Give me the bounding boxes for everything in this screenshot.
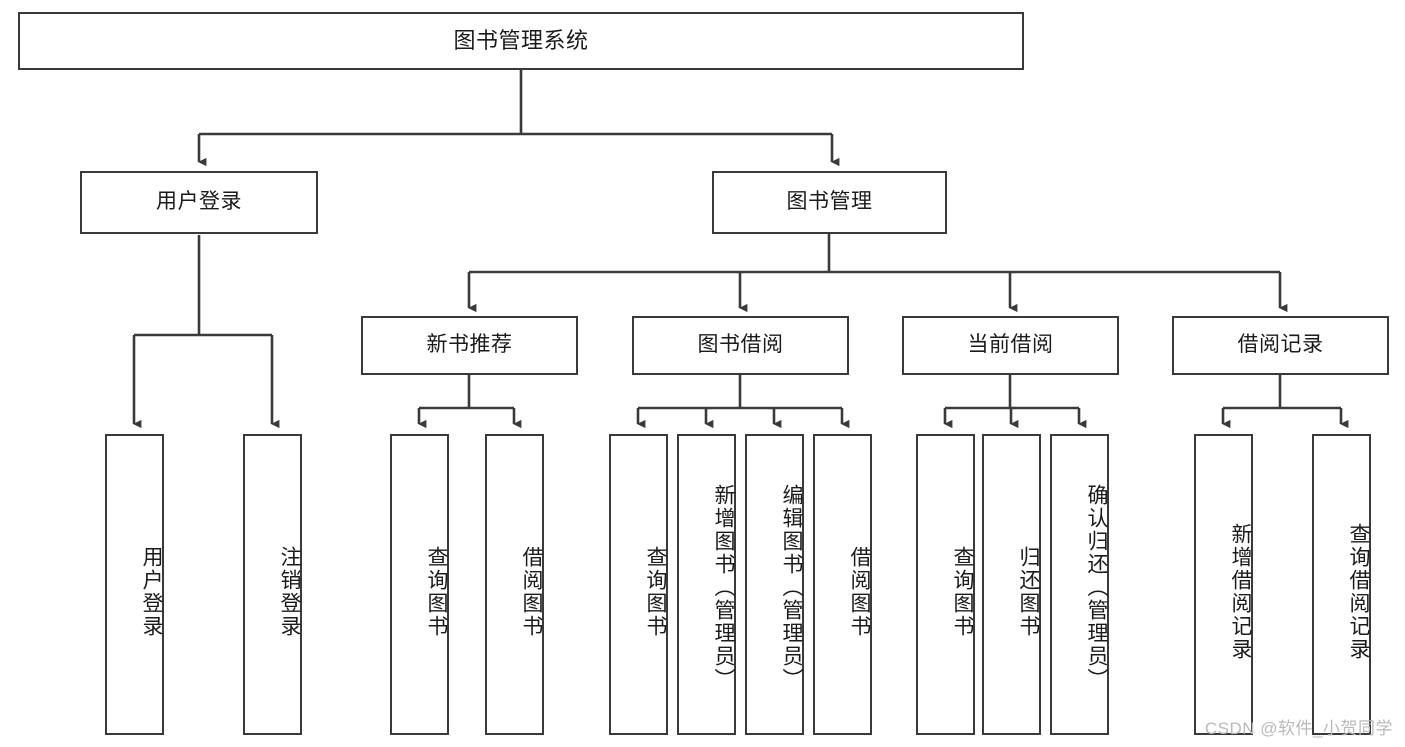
leaf-book-borrow-add-book-admin[interactable]: 新增图书（管理员） <box>677 434 736 735</box>
node-book-management[interactable]: 图书管理 <box>712 171 947 234</box>
leaf-book-borrow-borrow-book[interactable]: 借阅图书 <box>813 434 872 735</box>
leaf-current-borrow-return-book[interactable]: 归还图书 <box>982 434 1041 735</box>
node-new-book-recommend[interactable]: 新书推荐 <box>361 316 578 375</box>
leaf-new-book-borrow-book[interactable]: 借阅图书 <box>485 434 544 735</box>
node-book-borrow[interactable]: 图书借阅 <box>632 316 849 375</box>
leaf-new-book-query-book[interactable]: 查询图书 <box>390 434 449 735</box>
leaf-book-borrow-edit-book-admin[interactable]: 编辑图书（管理员） <box>745 434 804 735</box>
leaf-current-borrow-confirm-return-admin[interactable]: 确认归还（管理员） <box>1050 434 1109 735</box>
leaf-borrow-record-add-record[interactable]: 新增借阅记录 <box>1194 434 1253 735</box>
leaf-borrow-record-query-record[interactable]: 查询借阅记录 <box>1312 434 1371 735</box>
node-current-borrow[interactable]: 当前借阅 <box>902 316 1119 375</box>
leaf-user-login-login[interactable]: 用户登录 <box>105 434 164 735</box>
node-user-login[interactable]: 用户登录 <box>80 171 318 234</box>
node-borrow-record[interactable]: 借阅记录 <box>1172 316 1389 375</box>
node-root-book-management-system[interactable]: 图书管理系统 <box>18 12 1024 70</box>
csdn-watermark: CSDN @软件_小贺同学 <box>1204 719 1393 738</box>
leaf-current-borrow-query-book[interactable]: 查询图书 <box>916 434 975 735</box>
leaf-user-login-logout[interactable]: 注销登录 <box>243 434 302 735</box>
leaf-book-borrow-query-book[interactable]: 查询图书 <box>609 434 668 735</box>
